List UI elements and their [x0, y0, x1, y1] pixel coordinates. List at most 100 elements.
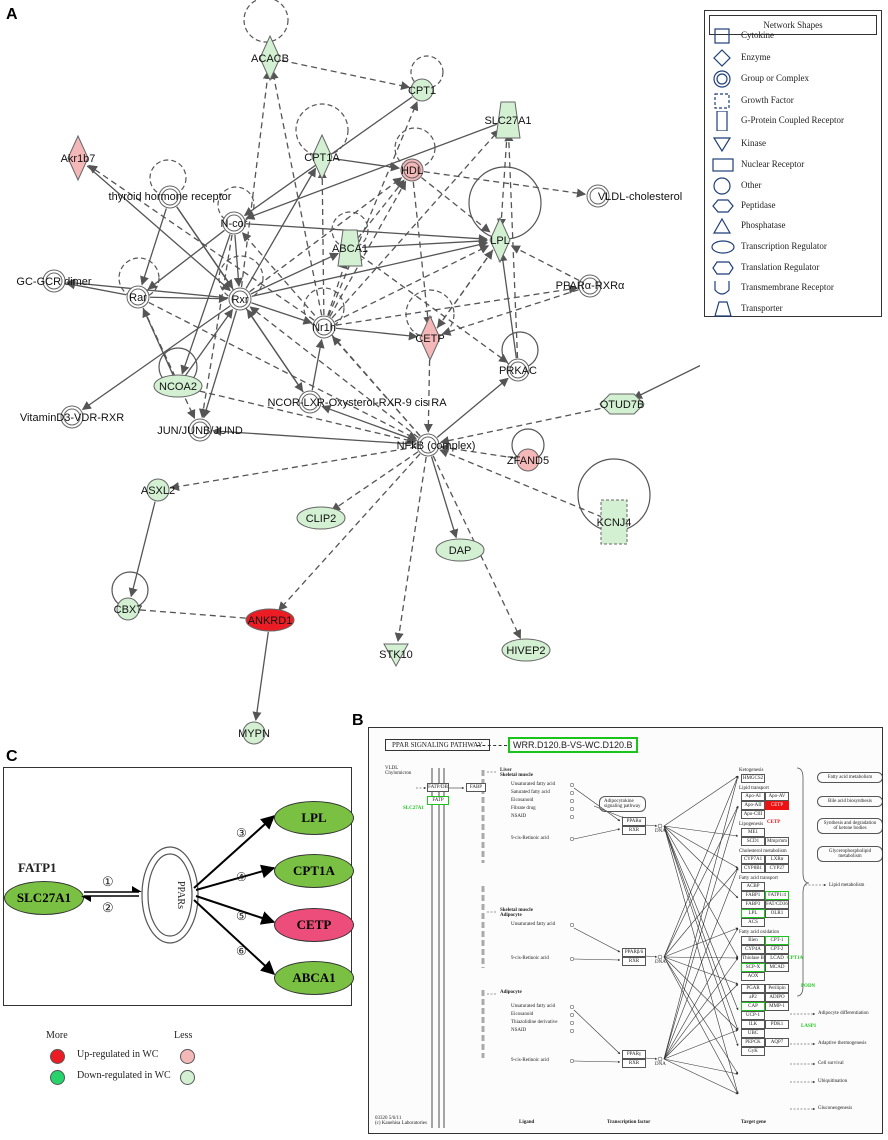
- legend-item-translation: Translation Regulator: [705, 258, 881, 278]
- ligand-label: NSAID: [511, 1028, 527, 1033]
- target-section-title: Lipid transport: [739, 786, 769, 791]
- edge-asxl2-cbx7: [128, 501, 156, 598]
- dna-label: DNA: [655, 1062, 666, 1067]
- node-label-prkac: PRKAC: [499, 365, 537, 377]
- edge-thr-rar: [140, 208, 167, 286]
- node-label-cbx7: CBX7: [114, 604, 143, 616]
- target-gene-box: CYP8B1: [741, 864, 765, 873]
- node-mypn[interactable]: MYPN: [238, 721, 270, 745]
- legend-item-complex: Group or Complex: [705, 69, 881, 89]
- legend-item-phosphatase: Phosphatase: [705, 216, 881, 236]
- self-loop-rar: [118, 257, 160, 299]
- node-nr1h[interactable]: Nr1h: [312, 315, 336, 339]
- vldl-label: VLDL Chylomicron: [385, 766, 412, 776]
- fabp-box: FABP: [466, 783, 486, 792]
- legend-item-cytokine: Cytokine: [705, 26, 881, 46]
- target-section-title: Fatty acid transport: [739, 876, 778, 881]
- node-nfkb[interactable]: NFkB (complex): [397, 433, 476, 457]
- node-hivep2[interactable]: HIVEP2: [501, 638, 551, 662]
- node-acacb[interactable]: ACACB: [251, 34, 289, 82]
- complex-shape-icon: [713, 70, 731, 88]
- edge-rxr-hdl: [249, 177, 403, 293]
- dna-label: DNA: [655, 829, 666, 834]
- outcome-label: Gluconeogenesis: [818, 1106, 853, 1111]
- edge-rxr-cpt1a: [245, 167, 317, 289]
- node-kcnj4[interactable]: KCNJ4: [597, 499, 632, 545]
- panel-b-kegg-map: PPAR SIGNALING PATHWAY WRR.D120.B-VS-WC.…: [368, 727, 883, 1134]
- target-gene-box: ILK: [741, 1020, 765, 1029]
- target-gene-box: PGAR: [741, 984, 765, 993]
- node-ncoa2[interactable]: NCOA2: [153, 374, 203, 398]
- node-gcgcr[interactable]: GC-GCR dimer: [16, 269, 92, 293]
- node-cetp[interactable]: CETP: [415, 314, 445, 362]
- tf-column-label: Transcription factor: [607, 1120, 651, 1125]
- node-ncor[interactable]: N-cor: [221, 211, 248, 235]
- node-label-ncor: NCOR-LXR-Oxysterol-RXR-9 cis RA: [267, 397, 447, 409]
- target-gene-box: UCP-1: [741, 1011, 765, 1020]
- node-cpt1a[interactable]: CPT1A: [304, 133, 340, 181]
- edge-rxr-nr1h: [251, 302, 313, 325]
- edge-nfkb-clip2: [330, 451, 419, 512]
- node-cbx7[interactable]: CBX7: [114, 597, 143, 621]
- node-label-nr1h: Nr1h: [312, 322, 336, 334]
- ligand-label: Fibrate drug: [511, 806, 536, 811]
- node-jun[interactable]: JUN/JUNB/JUND: [157, 418, 243, 442]
- node-prkac[interactable]: PRKAC: [499, 358, 537, 382]
- node-clip2[interactable]: CLIP2: [296, 506, 346, 530]
- node-label-ankrd1: ANKRD1: [248, 615, 293, 627]
- node-ncor[interactable]: NCOR-LXR-Oxysterol-RXR-9 cis RA: [267, 390, 447, 414]
- node-rar[interactable]: Rar: [126, 285, 150, 309]
- edge-ncor-rar: [147, 229, 225, 290]
- node-lpl[interactable]: LPL: [489, 216, 511, 264]
- node-zfand5[interactable]: ZFAND5: [507, 448, 549, 472]
- node-label-cetp: CETP: [415, 333, 444, 345]
- pathway-function-box: Synthesis and degradation of ketone bodi…: [817, 818, 882, 834]
- legend-item-enzyme: Enzyme: [705, 48, 881, 68]
- node-vdr[interactable]: VitaminD3-VDR-RXR: [20, 405, 124, 429]
- target-node-lpl: LPL: [274, 801, 354, 835]
- peptidase-shape-icon: [712, 199, 734, 213]
- edge-ncor-jun: [198, 234, 233, 419]
- node-cpt1[interactable]: CPT1: [408, 78, 436, 102]
- growth-shape-icon: [714, 93, 730, 109]
- retinoic-label: 9-cis-Retinoic acid: [511, 836, 549, 841]
- node-stk10[interactable]: STK10: [379, 643, 413, 668]
- kegg-footer: 03320 5/6/11 (c) Kanehisa Laboratories: [375, 1116, 427, 1126]
- node-thr[interactable]: thyroid hormone receptor: [109, 185, 232, 209]
- legend-label: Nuclear Receptor: [741, 159, 805, 169]
- rxr-box: RXR: [622, 957, 646, 966]
- edge-rar-nfkb: [148, 301, 418, 440]
- node-asxl2[interactable]: ASXL2: [141, 478, 175, 502]
- node-vldl[interactable]: VLDL-cholesterol: [586, 184, 682, 208]
- node-label-cpt1a: CPT1A: [304, 152, 340, 164]
- target-gene-box: CETP: [765, 801, 789, 810]
- node-hdl[interactable]: HDL: [400, 158, 424, 182]
- ligand-label: Unsaturated fatty acid: [511, 922, 556, 927]
- target-gene-box: CYP7A1: [741, 855, 765, 864]
- target-node-cetp: CETP: [274, 908, 354, 942]
- node-otud7b[interactable]: OTUD7B: [599, 393, 645, 415]
- node-abca1[interactable]: ABCA1: [332, 229, 368, 267]
- transporter-shape-icon: [714, 301, 732, 317]
- pathway-function-box: Glycerophospholipid metabolism: [817, 846, 882, 862]
- edge-akr1b7-rxr: [86, 165, 231, 292]
- node-rxr[interactable]: Rxr: [228, 287, 252, 311]
- arrow-number-4: ④: [236, 870, 247, 884]
- group-title: Liver Skeletal muscle: [500, 768, 533, 778]
- edge-rxr-lpl: [251, 240, 489, 297]
- node-slc27a1[interactable]: SLC27A1: [484, 101, 532, 139]
- node-ppara[interactable]: PPARα-RXRα: [556, 274, 625, 298]
- edge-rxr-vdr: [81, 305, 231, 411]
- node-akr1b7[interactable]: Akr1b7: [61, 134, 96, 182]
- target-gene-box: FAT/CD36: [765, 900, 789, 909]
- enzyme-shape-icon: [713, 49, 731, 67]
- edge-rar-gcgcr: [65, 280, 127, 296]
- key-up-label: Up-regulated in WC: [77, 1049, 159, 1060]
- slc27a1-green-label: SLC27A1: [403, 806, 424, 811]
- node-ankrd1[interactable]: ANKRD1: [245, 608, 295, 632]
- edge-ncor-lpl: [245, 223, 488, 244]
- edge-rxr-acacb: [240, 69, 272, 288]
- edge-nr1h-cpt1: [327, 101, 419, 317]
- node-dap[interactable]: DAP: [435, 538, 485, 562]
